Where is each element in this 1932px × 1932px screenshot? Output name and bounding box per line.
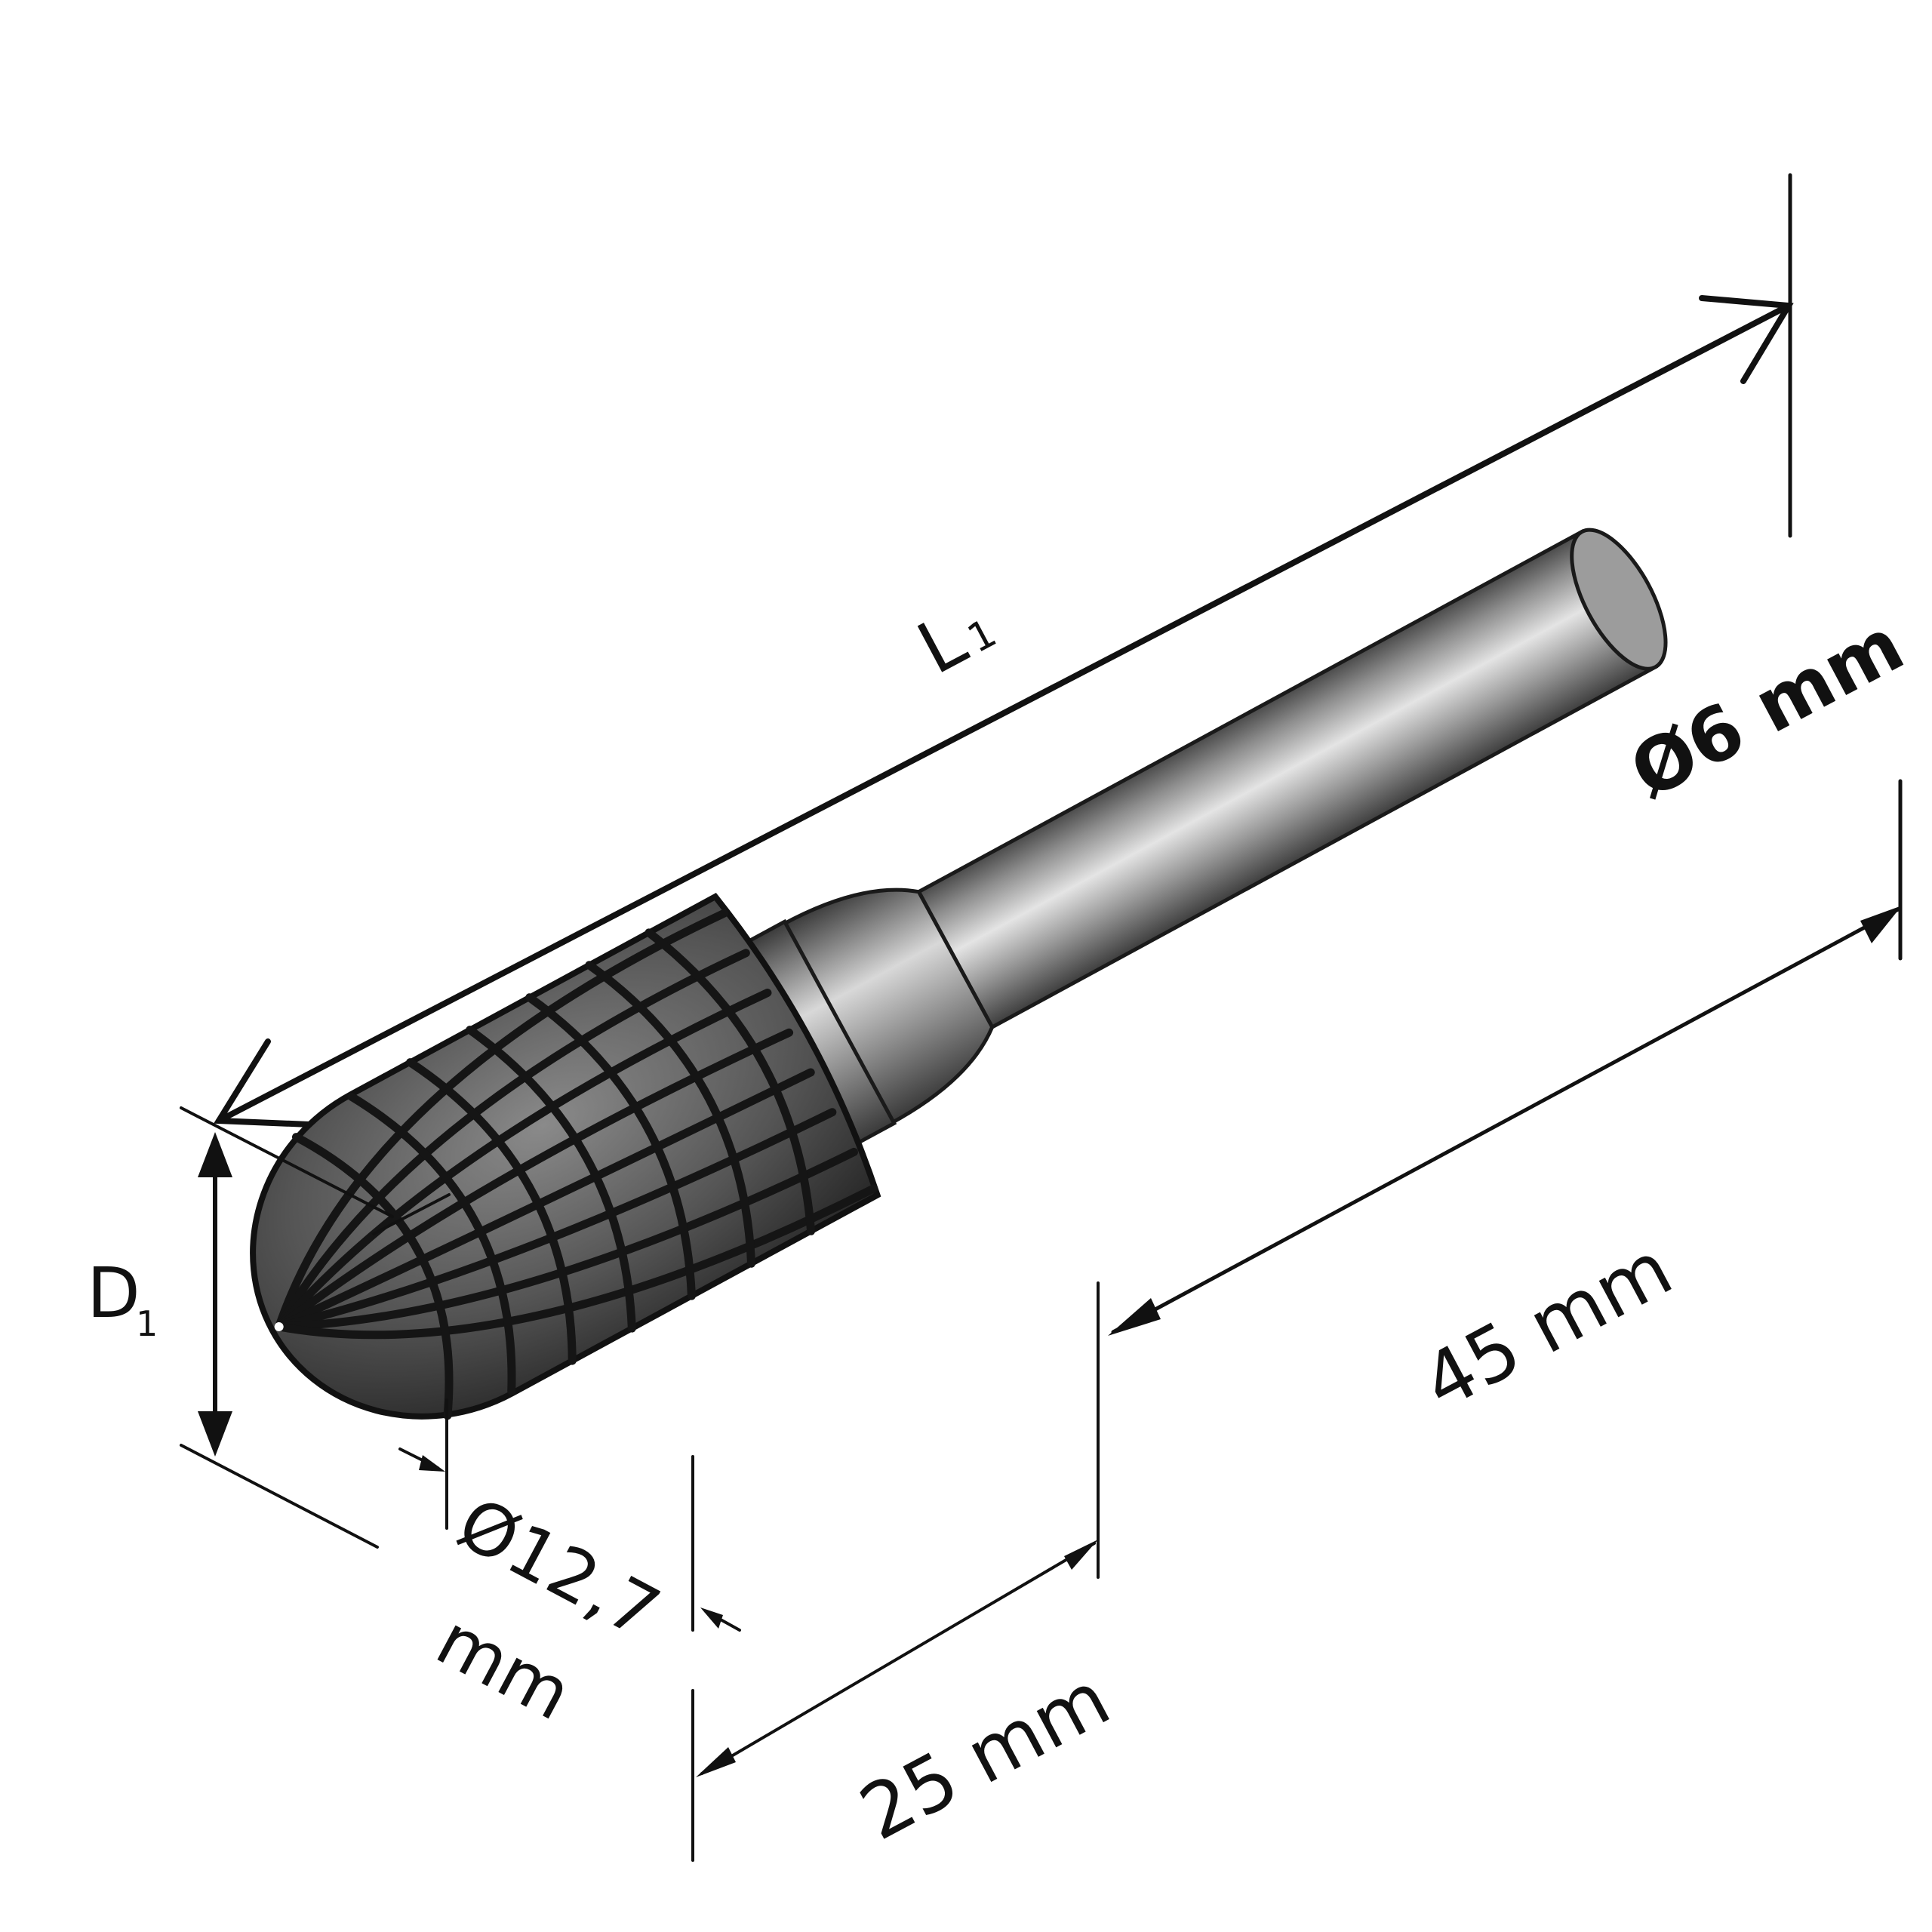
d1-extension-bottom bbox=[180, 1444, 379, 1549]
d1-label-subscript: 1 bbox=[136, 1303, 158, 1344]
flute-pattern bbox=[275, 909, 878, 1420]
total-length-arrowhead-left-icon bbox=[1108, 1298, 1161, 1336]
total-length-dimension-line bbox=[1111, 907, 1900, 1334]
d1-label: D bbox=[87, 1253, 140, 1334]
l1-label: L bbox=[905, 598, 979, 691]
head-length-arrowhead-right-icon bbox=[1064, 1540, 1098, 1570]
l1-extension-left bbox=[180, 1106, 394, 1218]
dimension-lines bbox=[180, 173, 1903, 1862]
head-length-arrowhead-left-icon bbox=[696, 1747, 736, 1777]
d1-arrowhead-top-icon bbox=[198, 1132, 232, 1177]
head-length-dimension-line bbox=[700, 1542, 1096, 1775]
neck bbox=[779, 888, 995, 1127]
head-diameter-unit-label: mm bbox=[423, 1599, 584, 1737]
cutter-head bbox=[250, 892, 881, 1420]
carbide-burr-tool-icon bbox=[250, 528, 1668, 1420]
head-length-label: 25 mm bbox=[846, 1654, 1123, 1857]
total-length-arrowhead-right-icon bbox=[1860, 906, 1902, 943]
total-length-label: 45 mm bbox=[1408, 1224, 1685, 1427]
l1-dimension-line bbox=[216, 303, 1792, 1124]
d1-arrowhead-bottom-icon bbox=[198, 1411, 232, 1457]
l1-extension-left-2 bbox=[372, 1193, 451, 1235]
shank bbox=[915, 528, 1668, 1030]
l1-arrowhead-left-icon bbox=[213, 1038, 312, 1128]
